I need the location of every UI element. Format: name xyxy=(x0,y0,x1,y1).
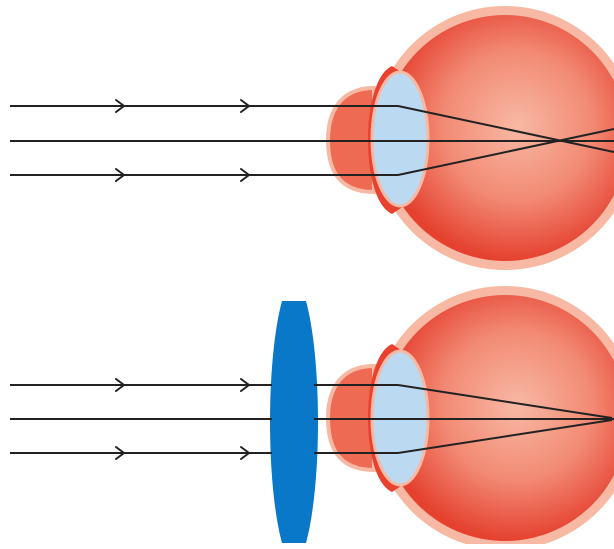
arrow-head xyxy=(240,446,251,460)
arrow-head xyxy=(240,378,251,392)
ray-arrows xyxy=(115,378,251,460)
uncorrected-eye-panel xyxy=(10,6,614,270)
corrected-eye-panel xyxy=(10,286,614,549)
eyeball-interior xyxy=(382,15,614,261)
arrow-head xyxy=(240,99,251,113)
ray-top-refracted xyxy=(397,384,613,419)
eye-lens-shape xyxy=(370,70,430,208)
convex-lens-shape xyxy=(270,301,318,543)
ray-top-refracted xyxy=(397,105,614,153)
ray-bottom-refracted xyxy=(397,419,613,454)
eyeball xyxy=(373,6,614,270)
ray-bottom-refracted xyxy=(397,128,614,176)
arrow-head xyxy=(115,446,126,460)
arrow-head xyxy=(115,99,126,113)
arrow-head xyxy=(115,168,126,182)
arrow-head xyxy=(240,168,251,182)
arrow-head xyxy=(115,378,126,392)
ray-arrows xyxy=(115,99,251,182)
eye-lens xyxy=(370,70,430,208)
light-rays xyxy=(10,384,614,454)
corrective-lens xyxy=(270,301,318,543)
light-rays xyxy=(10,105,614,176)
